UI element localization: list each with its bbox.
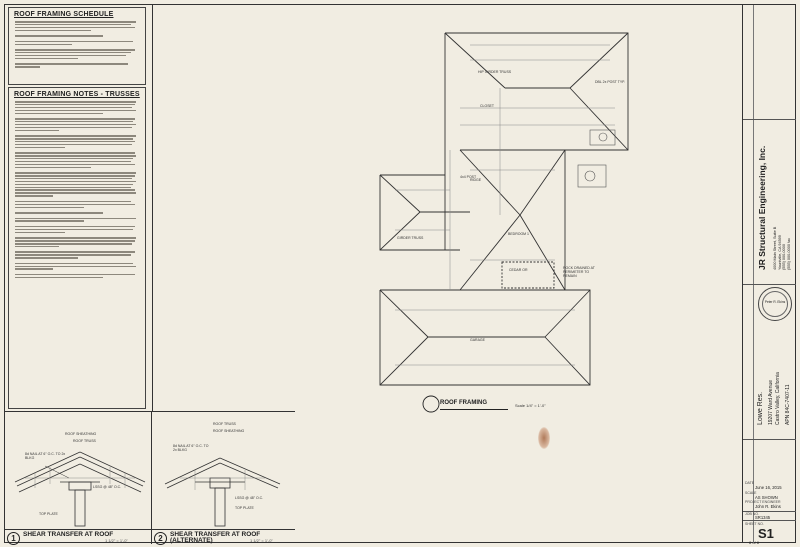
detail1-ledger-label: LSSG @ 48" O.C. [93,485,122,489]
notes-column: ROOF FRAMING SCHEDULE ROOF FRAMING NOTES… [5,5,153,411]
detail-title-bar: 1 SHEAR TRANSFER AT ROOF 1 1/2" = 1'-0" … [5,529,295,545]
detail2-title: SHEAR TRANSFER AT ROOF (ALTERNATE) [170,531,261,544]
truss-note [15,237,141,248]
firm-name: JR Structural Engineering, Inc. [757,145,767,270]
revision-cell [743,5,796,120]
sheet-number: S1 [758,526,774,541]
garage-label: GARAGE [470,338,485,342]
project-cell: Lowe Res. 19207 Ward Avenue Castro Valle… [743,325,796,440]
closet-label: CLOSET [480,104,495,108]
info-cell: DATE June 16, 2015 SCALE AS SHOWN PROJEC… [743,440,796,512]
schedule-note [15,21,141,32]
bedroom-label: BEDROOM 1 [508,232,530,236]
cedar-label: CEDAR OR [509,268,528,272]
ridge-label: RIDGE [470,178,482,182]
schedule-note [15,63,141,68]
dbl-post-label: DBL 2x POST TYP. [595,80,626,84]
truss-notes-box: ROOF FRAMING NOTES - TRUSSES [8,87,146,409]
job-cell: JOB NO. SR1345 [743,512,796,521]
revision-column [743,5,754,543]
hip-girder-label: HIP GIRDER TRUSS [478,70,512,74]
truss-note [15,101,141,115]
detail2-plate-label: TOP PLATE [235,506,254,510]
sheet-border [4,4,796,543]
firm-address: 4000 Main Street, Suite B Yountville, CA… [773,226,791,270]
truss-notes-title: ROOF FRAMING NOTES - TRUSSES [14,91,140,98]
truss-note [15,273,141,279]
title-block: JR Structural Engineering, Inc. 4000 Mai… [742,5,796,545]
detail1-sheathing-label: ROOF SHEATHING [65,432,97,436]
plan-scale: Scale 1/4" = 1'-0" [515,403,546,408]
project-apn: APN 84C-7407-11 [785,384,791,426]
scale-value: AS SHOWN [755,495,778,500]
plan-title: ROOF FRAMING [440,400,487,406]
truss-note [15,262,141,270]
truss-note [15,172,141,197]
truss-note [15,135,141,149]
detail2-scale: 1 1/2" = 1'-0" [250,538,273,543]
detail1-scale: 1 1/2" = 1'-0" [105,538,128,543]
shear-transfer-details-drawing [14,451,281,527]
truss-note [15,251,141,259]
detail2-sheathing-label: ROOF SHEATHING [213,429,245,433]
detail1-truss-label: ROOF TRUSS [73,439,96,443]
detail1-plate-label: TOP PLATE [39,512,58,516]
rock-label: ROCK DRAINED AT PERIMETER TO REMAIN [563,266,595,278]
firm-cell: JR Structural Engineering, Inc. 4000 Mai… [743,120,796,285]
sheet-of: 8 of 8 [749,540,760,545]
framing-schedule-box: ROOF FRAMING SCHEDULE [8,7,146,85]
engineer-value: John R. Ekins [755,504,781,509]
date-value: June 16, 2015 [755,485,782,490]
girder-truss-label: GIRDER TRUSS [397,236,424,240]
project-city: Castro Valley, California [775,372,781,425]
truss-note [15,152,141,169]
detail2-truss-label: ROOF TRUSS [213,422,236,426]
truss-note [15,217,141,222]
job-value: SR1345 [755,515,771,520]
truss-note [15,118,141,132]
truss-note [15,225,141,234]
truss-note [15,200,141,209]
detail2-number: 2 [154,532,167,545]
post-label: 4x4 POST [460,175,477,179]
schedule-note [15,35,141,37]
detail2-title-main: SHEAR TRANSFER AT ROOF [170,531,261,538]
project-address: 19207 Ward Avenue [768,379,774,425]
project-name: Lowe Res. [757,391,764,425]
truss-note [15,212,141,214]
coffee-stain [538,427,550,449]
details-strip: ROOF SHEATHING ROOF TRUSS 8d NAIL AT 6" … [5,411,295,545]
detail1-title: SHEAR TRANSFER AT ROOF [23,531,114,538]
schedule-title: ROOF FRAMING SCHEDULE [14,11,114,18]
engineer-stamp: Peter R. Ekins [758,287,792,321]
detail2-nail-label: 8d NAIL AT 6" O.C. TO 2x BLKG [173,444,209,452]
schedule-note [15,49,141,60]
schedule-note [15,40,141,46]
detail1-number: 1 [7,532,20,545]
detail2-subtitle: (ALTERNATE) [170,537,213,544]
detail1-nail-label: 8d NAIL AT 6" O.C. TO 2x BLKG [25,452,66,460]
detail2-ledger-label: LSSG @ 48" O.C. [235,496,264,500]
